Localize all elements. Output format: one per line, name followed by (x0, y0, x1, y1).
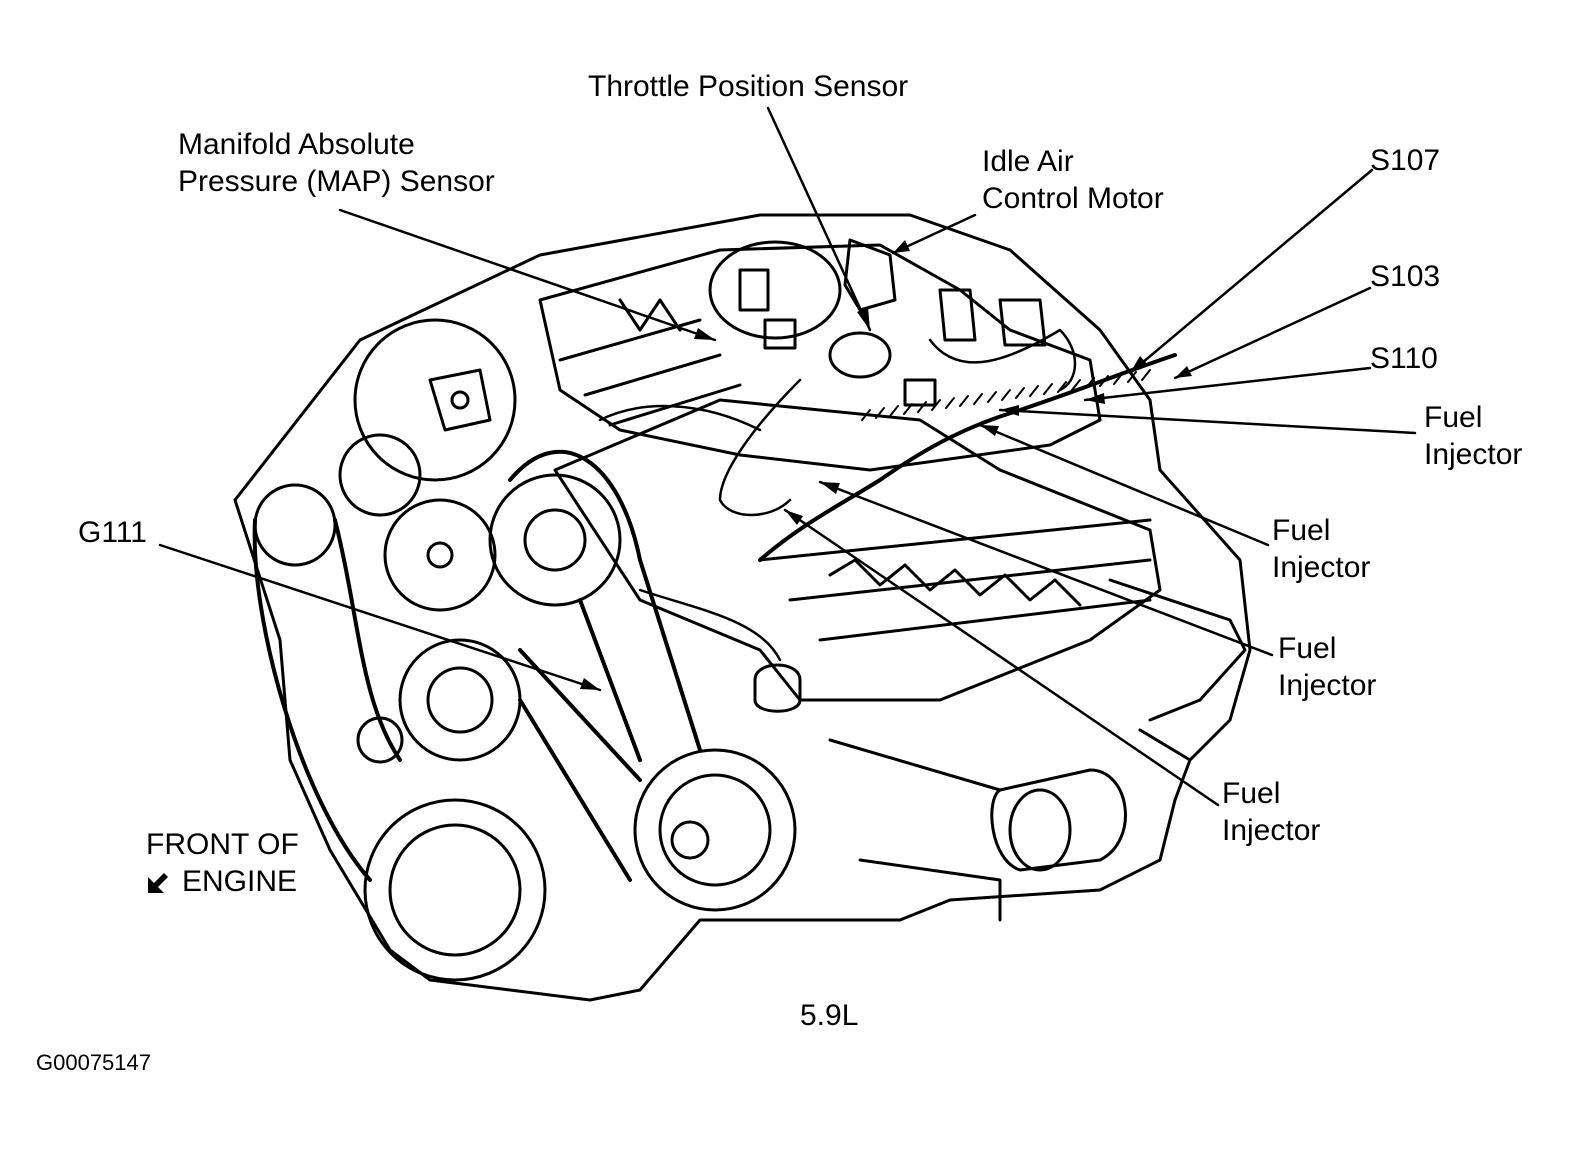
engine-block-outline (233, 213, 1252, 1002)
leader-s103 (1173, 286, 1372, 380)
label-g111: G111 (78, 516, 147, 549)
arrowhead-g111 (580, 678, 600, 690)
starter-motor (990, 768, 1127, 872)
ps-pump-pulley (488, 473, 622, 607)
wiring-harness-coil (861, 369, 1151, 421)
leader-lines (158, 106, 1417, 807)
label-fuel-injector-3: Fuel Injector (1278, 632, 1377, 702)
alternator (353, 318, 517, 482)
label-fuel-injector-1: Fuel Injector (1424, 401, 1523, 471)
arrowhead-s110 (1085, 393, 1105, 404)
oil-pan (828, 738, 1002, 922)
arrowhead-iac (893, 240, 910, 253)
valve-cover-left (553, 398, 1162, 702)
alternator-pulley (338, 433, 422, 517)
leader-injector-2 (978, 423, 1270, 547)
leader-map (338, 208, 717, 342)
leader-injector-1 (998, 408, 1417, 435)
valve-cover-ridge (758, 518, 1152, 642)
idler-pulley-mid (383, 498, 497, 612)
serpentine-belt (252, 449, 702, 882)
label-throttle-position-sensor: Throttle Position Sensor (588, 70, 909, 103)
label-idle-air-control-motor: Idle Air Control Motor (982, 145, 1164, 215)
label-s103: S103 (1370, 260, 1441, 293)
arrow-down-left-icon (148, 872, 168, 893)
arrowhead-injector-3 (820, 482, 840, 494)
leader-arrowheads (580, 240, 1192, 690)
intake-runners (558, 298, 742, 427)
idler-pulley-left (253, 483, 337, 567)
label-front-of-engine: FRONT OF ENGINE (146, 828, 299, 898)
alternator-bolt (450, 390, 470, 410)
alternator-bracket (428, 368, 492, 432)
sensor-block (738, 268, 770, 312)
crankshaft-pulley (363, 798, 547, 982)
throttle-body (708, 240, 842, 340)
leader-g111 (158, 543, 602, 692)
leader-s110 (1083, 366, 1372, 402)
leader-s107 (1128, 168, 1374, 375)
oil-filler-cap (753, 663, 802, 713)
exhaust-manifold (1108, 578, 1247, 762)
label-fuel-injector-2: Fuel Injector (1272, 514, 1371, 584)
label-engine-size: 5.9L (800, 999, 859, 1032)
leader-injector-3 (818, 480, 1274, 657)
wiring-loops (598, 328, 1077, 662)
arrowhead-tps (857, 307, 870, 330)
water-pump-hub (426, 666, 494, 734)
ps-pump-hub (523, 508, 587, 572)
leader-injector-4 (783, 508, 1220, 807)
idler-pulley-mid-hub (426, 541, 454, 569)
arrowhead-injector-1 (1000, 405, 1019, 416)
tps-body (828, 331, 892, 379)
figure-id: G00075147 (36, 1050, 151, 1075)
label-s107: S107 (1370, 144, 1441, 177)
valve-cover-zigzag (828, 558, 1082, 607)
label-map-sensor: Manifold Absolute Pressure (MAP) Sensor (178, 128, 495, 198)
leader-tps (766, 106, 872, 332)
arrowhead-s107 (1130, 356, 1148, 373)
ac-compressor-pulley (633, 748, 797, 912)
arrowhead-injector-4 (785, 510, 803, 525)
arrowhead-map (694, 328, 715, 340)
crankshaft-pulley-inner (388, 823, 522, 957)
arrowhead-s103 (1175, 366, 1192, 378)
map-sensor (763, 318, 797, 350)
arrowhead-injector-2 (980, 425, 999, 436)
ac-compressor-inner (658, 773, 772, 887)
intake-manifold (538, 243, 1102, 472)
label-s110: S110 (1370, 342, 1438, 375)
ac-compressor-hub (670, 820, 710, 860)
starter-end (1008, 788, 1072, 872)
label-fuel-injector-4: Fuel Injector (1222, 777, 1321, 847)
